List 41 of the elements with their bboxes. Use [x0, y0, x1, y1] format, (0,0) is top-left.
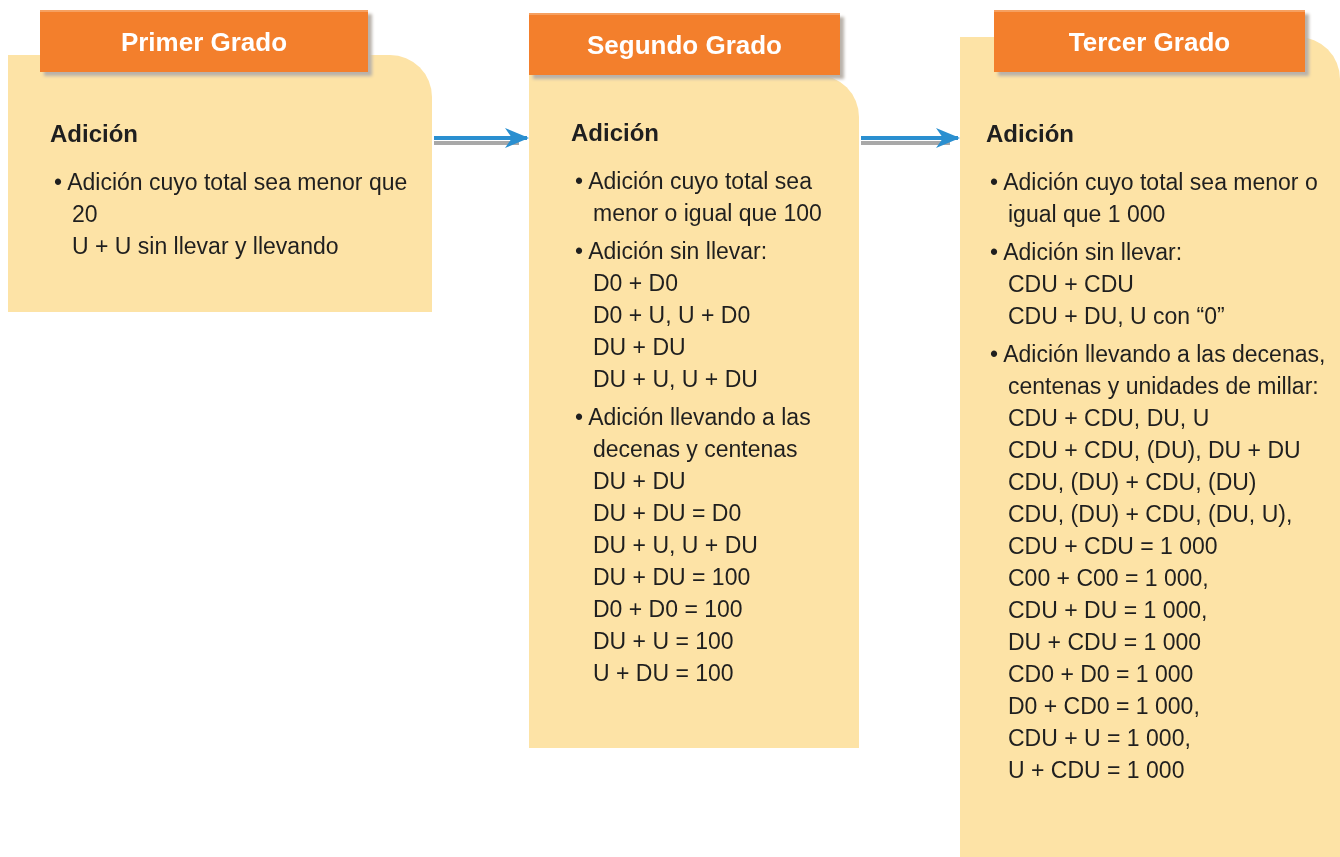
formula-line: DU + DU — [592, 333, 687, 362]
formula-line: DU + DU — [592, 467, 687, 496]
formula-line: CDU + CDU, DU, U — [1007, 404, 1211, 433]
formula-line: D0 + U, U + D0 — [592, 301, 752, 330]
formula-line: U + U sin llevar y llevando — [71, 232, 340, 261]
formula-line: D0 + D0 = 100 — [592, 595, 744, 624]
formula-line: CDU + CDU — [1007, 270, 1135, 299]
formula-line: DU + DU = D0 — [592, 499, 743, 528]
formula-line: CDU + DU, U con “0” — [1007, 302, 1226, 331]
bullet-item: • Adición llevando a las decenas, centenas y unidades de millar: — [989, 340, 1327, 401]
formula-line: DU + U = 100 — [592, 627, 735, 656]
formula-line: D0 + D0 — [592, 269, 679, 298]
bullet-item: • Adición sin llevar: — [989, 238, 1184, 267]
formula-line: U + CDU = 1 000 — [1007, 756, 1186, 785]
section-heading: Adición — [571, 119, 660, 147]
formula-line: U + DU = 100 — [592, 659, 735, 688]
bullet-item: • Adición cuyo total sea menor o igual que 1 000 — [989, 168, 1319, 229]
formula-line: CDU + U = 1 000, — [1007, 724, 1192, 753]
grade-header: Tercer Grado — [994, 10, 1305, 72]
formula-line: CDU + CDU = 1 000 — [1007, 532, 1219, 561]
section-heading: Adición — [50, 120, 139, 148]
formula-line: DU + U, U + DU — [592, 531, 759, 560]
bullet-item: • Adición cuyo total sea menor que 20 — [53, 168, 409, 229]
formula-line: C00 + C00 = 1 000, — [1007, 564, 1210, 593]
arrow — [861, 128, 960, 148]
bullet-item: • Adición llevando a las decenas y centenas — [574, 403, 812, 464]
section-heading: Adición — [986, 120, 1075, 148]
formula-line: DU + CDU = 1 000 — [1007, 628, 1203, 657]
formula-line: CDU + DU = 1 000, — [1007, 596, 1209, 625]
arrow — [434, 128, 529, 148]
formula-line: DU + DU = 100 — [592, 563, 752, 592]
grade-header: Primer Grado — [40, 10, 368, 72]
formula-line: CDU, (DU) + CDU, (DU, U), — [1007, 500, 1294, 529]
bullet-item: • Adición sin llevar: — [574, 237, 769, 266]
formula-line: D0 + CD0 = 1 000, — [1007, 692, 1201, 721]
formula-line: CDU, (DU) + CDU, (DU) — [1007, 468, 1258, 497]
formula-line: CD0 + D0 = 1 000 — [1007, 660, 1195, 689]
bullet-item: • Adición cuyo total sea menor o igual que 100 — [574, 167, 823, 228]
grade-header: Segundo Grado — [529, 13, 840, 75]
formula-line: CDU + CDU, (DU), DU + DU — [1007, 436, 1302, 465]
formula-line: DU + U, U + DU — [592, 365, 759, 394]
